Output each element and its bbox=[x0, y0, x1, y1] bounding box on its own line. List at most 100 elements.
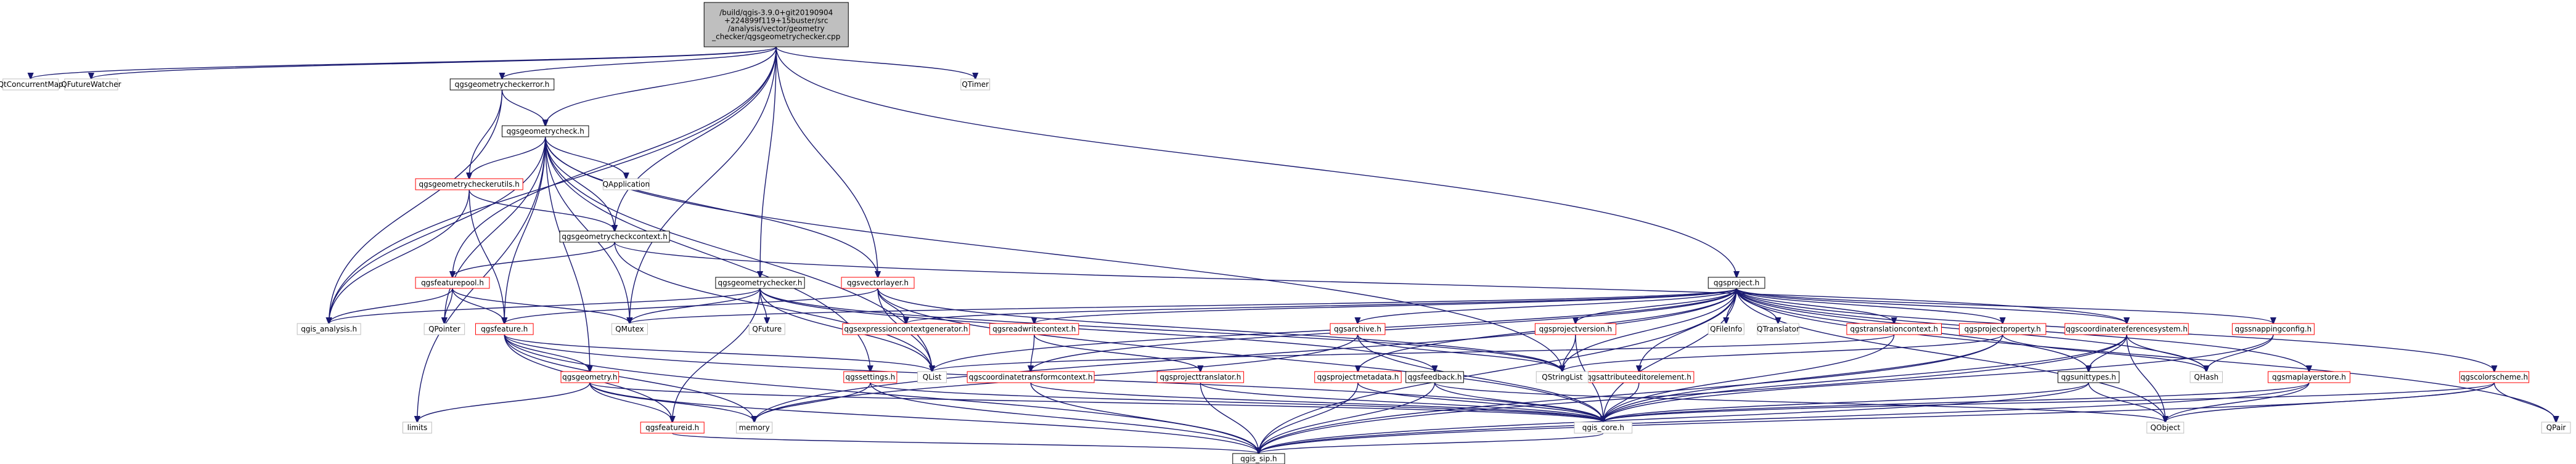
node-root[interactable]: /build/qgis-3.9.0+git20190904+224899f119… bbox=[703, 2, 849, 47]
edge-colorscheme-to-qgis_core bbox=[1603, 382, 2495, 422]
node-readwritectx[interactable]: qgsreadwritecontext.h bbox=[989, 323, 1079, 335]
edge-qgssettings-to-qgis_core bbox=[870, 382, 1603, 422]
edge-geomchecker-to-qgis_analysis bbox=[329, 288, 761, 324]
node-projectversion[interactable]: qgsprojectversion.h bbox=[1534, 323, 1616, 335]
node-box-qgsfeedback bbox=[1405, 371, 1464, 383]
node-geomcheckerror[interactable]: qgsgeometrycheckerror.h bbox=[449, 78, 555, 91]
edge-vectorlayer-to-qgsfeature bbox=[504, 288, 878, 324]
node-label-coordrefsys: qgscoordinatereferencesystem.h bbox=[2066, 325, 2188, 333]
node-geomchecker[interactable]: qgsgeometrychecker.h bbox=[715, 277, 805, 289]
edge-qgsgeometry-to-featureid bbox=[589, 382, 673, 422]
node-geomcheckerutils[interactable]: qgsgeometrycheckerutils.h bbox=[415, 178, 523, 190]
node-label-featurepool: qgsfeaturepool.h bbox=[421, 279, 484, 287]
node-maplayerstore[interactable]: qgsmaplayerstore.h bbox=[2267, 371, 2350, 383]
edge-qgsproject-to-coordrefsys bbox=[1736, 288, 2127, 324]
node-snappingconfig[interactable]: qgssnappingconfig.h bbox=[2231, 323, 2315, 335]
node-QPair: QPair bbox=[2541, 421, 2571, 434]
node-projectmetadata[interactable]: qgsprojectmetadata.h bbox=[1314, 371, 1402, 383]
node-QList: QList bbox=[917, 371, 947, 383]
edge-qgsproject-to-qgis_core bbox=[1603, 288, 1737, 422]
node-label-qgis_sip: qgis_sip.h bbox=[1240, 455, 1277, 463]
node-QMutex: QMutex bbox=[611, 323, 648, 335]
edge-qgsgeometry-to-limits bbox=[417, 382, 591, 422]
edge-geomcheckerutils-to-qgsfeature bbox=[468, 189, 504, 324]
node-label-maplayerstore: qgsmaplayerstore.h bbox=[2272, 373, 2346, 381]
edge-geomcheck-to-QPointer bbox=[444, 136, 546, 324]
node-qgssettings[interactable]: qgssettings.h bbox=[843, 371, 898, 383]
edge-featurepool-to-QPointer bbox=[444, 288, 453, 324]
node-qgsfeedback[interactable]: qgsfeedback.h bbox=[1405, 371, 1464, 383]
node-qgis_sip[interactable]: qgis_sip.h bbox=[1232, 453, 1285, 464]
edge-geomcheckerror-to-geomcheckerutils bbox=[469, 89, 503, 179]
edge-root-to-featurepool bbox=[452, 46, 777, 277]
edge-projectversion-to-QStringList bbox=[1562, 334, 1576, 372]
edge-qgsfeature-to-QList bbox=[504, 334, 932, 372]
edge-coordrefsys-to-QHash bbox=[2126, 334, 2206, 372]
edge-featurepool-to-qgsfeature bbox=[452, 288, 504, 324]
edge-qgsunittypes-to-qgis_sip bbox=[1259, 382, 2089, 454]
node-qgsarchive[interactable]: qgsarchive.h bbox=[1330, 323, 1386, 335]
edge-geomcheckerror-to-qgis_analysis bbox=[329, 89, 503, 324]
node-label-featureid: qgsfeatureid.h bbox=[645, 423, 699, 432]
node-label-qgis_analysis: qgis_analysis.h bbox=[301, 325, 357, 333]
node-featurepool[interactable]: qgsfeaturepool.h bbox=[415, 277, 490, 289]
node-coordrefsys[interactable]: qgscoordinatereferencesystem.h bbox=[2064, 323, 2189, 335]
node-exprctxgen[interactable]: qgsexpressioncontextgenerator.h bbox=[842, 323, 970, 335]
node-box-qgis_core bbox=[1574, 421, 1633, 434]
node-featureid[interactable]: qgsfeatureid.h bbox=[640, 421, 705, 434]
node-box-projectproperty bbox=[1959, 323, 2046, 335]
edge-maplayerstore-to-QObject bbox=[2165, 382, 2310, 422]
edge-qgsproject-to-snappingconfig bbox=[1736, 288, 2273, 324]
edge-root-to-QtConcurrentMap bbox=[31, 46, 777, 79]
node-box-QObject bbox=[2146, 421, 2185, 434]
node-box-QFutureWatcher bbox=[64, 78, 118, 91]
node-coordtransformctx[interactable]: qgscoordinatetransformcontext.h bbox=[967, 371, 1095, 383]
node-label-geomchecker: qgsgeometrychecker.h bbox=[718, 279, 803, 287]
node-box-QList bbox=[917, 371, 947, 383]
node-qgsfeature[interactable]: qgsfeature.h bbox=[475, 323, 534, 335]
node-box-QTimer bbox=[960, 78, 991, 91]
node-label-geomcheckerror: qgsgeometrycheckerror.h bbox=[455, 80, 550, 89]
node-QStringList: QStringList bbox=[1535, 371, 1589, 383]
node-box-maplayerstore bbox=[2267, 371, 2350, 383]
node-qgsgeometry[interactable]: qgsgeometry.h bbox=[560, 371, 619, 383]
edge-qgsunittypes-to-QObject bbox=[2088, 382, 2165, 422]
node-QFutureWatcher: QFutureWatcher bbox=[61, 78, 121, 91]
node-projectproperty[interactable]: qgsprojectproperty.h bbox=[1959, 323, 2046, 335]
node-box-QPointer bbox=[423, 323, 465, 335]
node-box-vectorlayer bbox=[841, 277, 915, 289]
edge-qgsgeometry-to-qgis_core bbox=[589, 382, 1603, 422]
node-box-geomchecker bbox=[715, 277, 805, 289]
node-box-QTranslator bbox=[1757, 323, 1799, 335]
node-attreditorelement[interactable]: qgsattributeeditorelement.h bbox=[1584, 371, 1695, 383]
node-box-qgsgeometry bbox=[560, 371, 619, 383]
edge-projecttranslator-to-qgis_sip bbox=[1200, 382, 1259, 454]
node-qgsunittypes[interactable]: qgsunittypes.h bbox=[2058, 371, 2120, 383]
node-label-QStringList: QStringList bbox=[1542, 373, 1583, 381]
edge-qgsfeedback-to-QObject bbox=[1434, 382, 2165, 422]
node-projecttranslator[interactable]: qgsprojecttranslator.h bbox=[1156, 371, 1245, 383]
node-geomcheck[interactable]: qgsgeometrycheck.h bbox=[502, 125, 589, 137]
node-label-qgsfeedback: qgsfeedback.h bbox=[1407, 373, 1462, 381]
node-QHash: QHash bbox=[2190, 371, 2223, 383]
edge-geomchecker-to-QStringList bbox=[759, 288, 1562, 372]
edge-translationctx-to-QList bbox=[932, 334, 1895, 372]
node-vectorlayer[interactable]: qgsvectorlayer.h bbox=[841, 277, 915, 289]
edge-projectproperty-to-qgis_sip bbox=[1259, 334, 2003, 454]
node-geomcheckcontext[interactable]: qgsgeometrycheckcontext.h bbox=[559, 230, 670, 243]
node-box-geomcheckerror bbox=[449, 78, 555, 91]
node-translationctx[interactable]: qgstranslationcontext.h bbox=[1846, 323, 1942, 335]
node-box-memory bbox=[736, 421, 773, 434]
node-qgsproject[interactable]: qgsproject.h bbox=[1707, 277, 1765, 289]
edge-qgsproject-to-QStringList bbox=[1562, 288, 1737, 372]
node-box-QFuture bbox=[748, 323, 785, 335]
edge-geomcheck-to-geomcheckerutils bbox=[469, 136, 546, 179]
node-label-root: +224899f119+15buster/src bbox=[724, 17, 828, 25]
node-colorscheme[interactable]: qgscolorscheme.h bbox=[2459, 371, 2530, 383]
node-box-snappingconfig bbox=[2231, 323, 2315, 335]
edge-qgsproject-to-QPair bbox=[1736, 288, 2556, 422]
node-label-QtConcurrentMap: QtConcurrentMap bbox=[0, 80, 63, 89]
edge-geomcheck-to-vectorlayer bbox=[545, 136, 878, 277]
edge-geomcheckerutils-to-qgis_analysis bbox=[329, 189, 470, 324]
edge-root-to-QTimer bbox=[775, 46, 975, 79]
